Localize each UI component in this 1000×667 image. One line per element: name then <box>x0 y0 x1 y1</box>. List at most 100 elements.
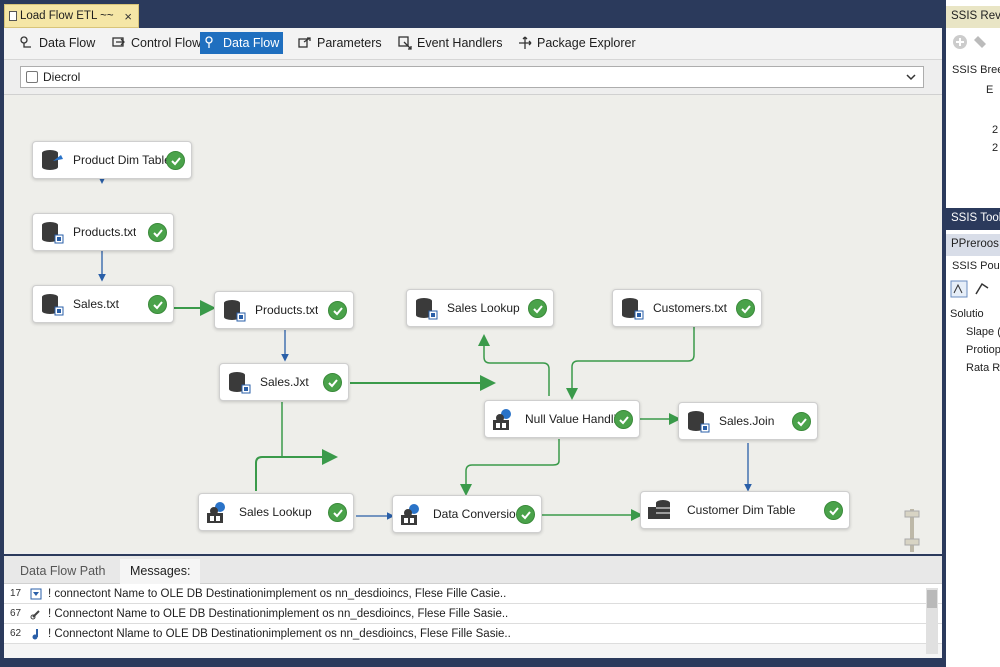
message-row[interactable]: 67 ! Connectont Name to OLE DB Destinati… <box>4 604 942 624</box>
task-selector-value: Diecrol <box>43 70 81 84</box>
data-flow-canvas[interactable]: Product Dim Table Products.txt Sales.txt… <box>4 94 942 552</box>
tab-control-flow[interactable]: Control Flow <box>108 32 205 54</box>
filter-icon <box>30 588 42 599</box>
messages-scrollbar[interactable] <box>926 588 938 654</box>
tab-data-flow-1[interactable]: Data Flow <box>16 32 99 54</box>
canvas-scroll-handle[interactable] <box>904 509 920 552</box>
ssis-review-header[interactable]: SSIS Reve <box>946 6 1000 28</box>
tab-parameters[interactable]: Parameters <box>294 32 386 54</box>
package-designer: Data Flow Control Flow Data Flow Paramet… <box>4 28 942 658</box>
path-null-to-dataconv[interactable] <box>460 439 560 496</box>
tab-data-flow-active[interactable]: Data Flow <box>200 32 284 54</box>
path-to-sales-lookup-bottom[interactable] <box>255 449 338 491</box>
chevron-down-icon[interactable] <box>905 71 917 83</box>
tree-item[interactable]: SSIS Bree <box>952 64 1000 76</box>
properties-toolbar-icons[interactable] <box>950 280 998 298</box>
package-explorer-icon <box>519 36 532 49</box>
document-icon <box>9 11 17 21</box>
node-null-value-handling[interactable]: Null Value Handlii <box>484 400 640 438</box>
event-handlers-icon <box>398 36 412 50</box>
node-products-txt-1[interactable]: Products.txt <box>32 213 174 251</box>
path-customers-to-null[interactable] <box>566 327 695 400</box>
message-row[interactable]: 62 ! Connectont Nlame to OLE DB Destinat… <box>4 624 942 644</box>
data-flow-icon <box>20 36 31 48</box>
message-row[interactable]: 17 ! connectont Name to OLE DB Destinati… <box>4 584 942 604</box>
success-check-icon <box>736 299 755 318</box>
success-check-icon <box>323 373 342 392</box>
node-sales-lookup-bottom[interactable]: Sales Lookup <box>198 493 354 531</box>
task-icon <box>26 71 38 83</box>
tree-item[interactable]: Protiop <box>966 344 1000 356</box>
node-products-txt-2[interactable]: Products.txt <box>214 291 354 329</box>
scrollbar-thumb[interactable] <box>927 590 937 608</box>
node-sales-join[interactable]: Sales.Join <box>678 402 818 440</box>
message-number: 17 <box>10 588 22 599</box>
close-icon[interactable]: × <box>124 8 132 24</box>
node-label: Null Value Handlii <box>525 412 617 426</box>
message-text: ! connectont Name to OLE DB Destinationi… <box>48 587 507 600</box>
success-check-icon <box>148 295 167 314</box>
panel-toolbar-icons[interactable] <box>952 34 996 50</box>
success-check-icon <box>328 503 347 522</box>
tab-label: Data Flow <box>223 36 280 50</box>
success-check-icon <box>528 299 547 318</box>
node-sales-jxt[interactable]: Sales.Jxt <box>219 363 349 401</box>
flat-file-source-icon <box>622 298 644 320</box>
success-check-icon <box>166 151 185 170</box>
node-sales-txt[interactable]: Sales.txt <box>32 285 174 323</box>
tab-label: Data Flow <box>39 36 96 50</box>
document-tab-strip: Load Flow ETL ~~ × <box>0 0 945 28</box>
properties-header[interactable]: PPreroos <box>946 234 1000 256</box>
node-data-conversion[interactable]: Data Conversior <box>392 495 542 533</box>
tree-item[interactable]: 2 <box>992 142 999 154</box>
flat-file-source-icon <box>224 300 246 322</box>
tab-label: Parameters <box>317 36 382 50</box>
data-flow-icon <box>205 36 213 48</box>
tree-item[interactable]: Solutio <box>950 308 984 320</box>
link-icon <box>30 609 40 619</box>
message-number: 62 <box>10 628 22 639</box>
node-sales-lookup-top[interactable]: Sales Lookup <box>406 289 554 327</box>
success-check-icon <box>516 505 535 524</box>
flat-file-source-icon <box>416 298 438 320</box>
database-destination-icon <box>648 500 670 519</box>
output-panel: Data Flow Path Messages: 17 ! connectont… <box>4 554 942 658</box>
message-text: ! Connectont Nlame to OLE DB Destination… <box>48 627 511 640</box>
tab-data-flow-path[interactable]: Data Flow Path <box>20 564 106 578</box>
path-null-to-sales-lookup-top[interactable] <box>478 334 550 396</box>
message-text: ! Connectont Name to OLE DB Destinationi… <box>48 607 509 620</box>
tab-package-explorer[interactable]: Package Explorer <box>514 32 640 54</box>
tab-messages[interactable]: Messages: <box>120 559 201 584</box>
tab-label: Event Handlers <box>417 36 503 50</box>
success-check-icon <box>148 223 167 242</box>
node-customer-dim-table[interactable]: Customer Dim Table <box>640 491 850 529</box>
flat-file-source-icon <box>42 294 64 316</box>
node-customers-txt[interactable]: Customers.txt <box>612 289 762 327</box>
success-check-icon <box>614 410 633 429</box>
ssis-toolbox-header[interactable]: SSIS Tool <box>946 208 1000 230</box>
node-label: Data Conversior <box>433 507 517 521</box>
task-selector-dropdown[interactable]: Diecrol <box>20 66 924 88</box>
tree-item[interactable]: E <box>986 84 994 96</box>
node-label: Sales.Join <box>719 414 775 428</box>
document-tab[interactable]: Load Flow ETL ~~ × <box>4 4 139 28</box>
transform-icon <box>493 409 511 430</box>
document-tab-title: Load Flow ETL ~~ <box>20 10 114 22</box>
success-check-icon <box>792 412 811 431</box>
tree-item[interactable]: Rata R <box>966 362 1000 374</box>
node-label: Customer Dim Table <box>687 503 796 517</box>
flat-file-source-icon <box>229 372 251 394</box>
tab-event-handlers[interactable]: Event Handlers <box>394 32 506 54</box>
node-product-dim-table[interactable]: Product Dim Table <box>32 141 192 179</box>
node-label: Products.txt <box>73 225 137 239</box>
pipe-icon <box>32 628 38 639</box>
tree-item[interactable]: Slape ( <box>966 326 1000 338</box>
transform-icon <box>401 504 419 525</box>
parameters-icon <box>298 37 311 48</box>
message-number: 67 <box>10 608 22 619</box>
database-destination-icon <box>42 150 63 170</box>
node-label: Sales Lookup <box>447 301 520 315</box>
right-tool-panels: SSIS Reve SSIS Bree E 2 2 SSIS Tool PPre… <box>946 0 1000 667</box>
tree-item[interactable]: 2 <box>992 124 999 136</box>
control-flow-icon <box>112 37 125 47</box>
